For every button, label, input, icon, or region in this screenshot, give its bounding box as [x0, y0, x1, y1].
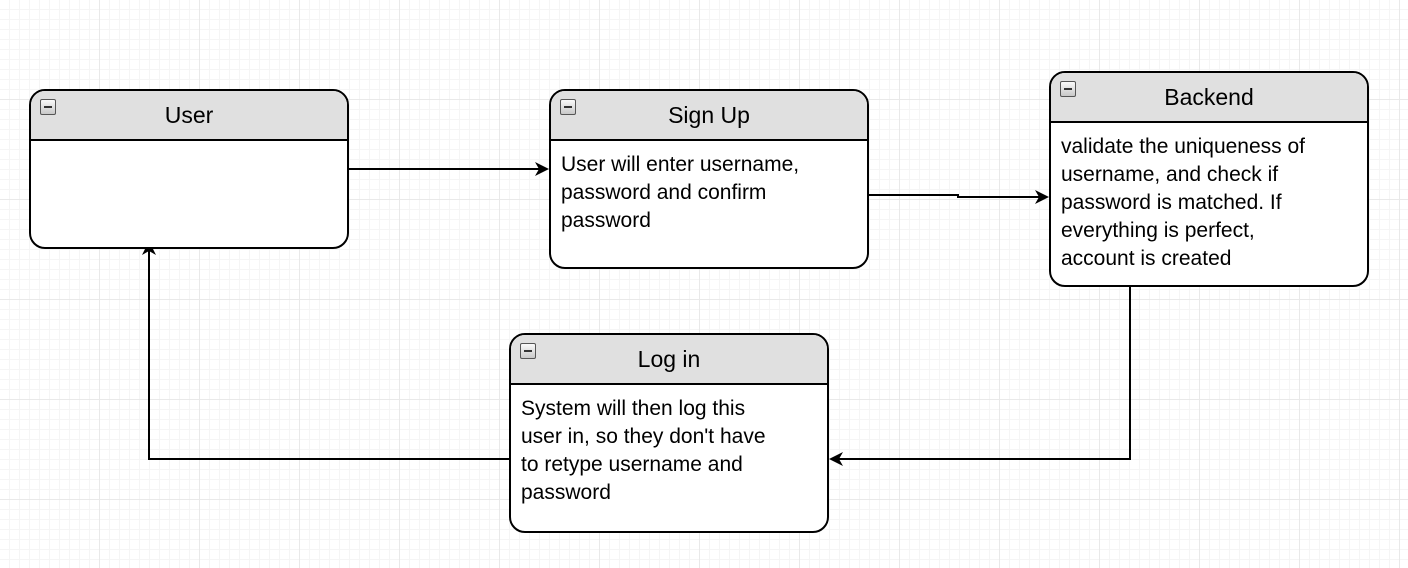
node-header: User	[31, 91, 347, 141]
edge-login-to-user[interactable]	[142, 241, 509, 460]
node-sign-up[interactable]: Sign Up User will enter username, passwo…	[549, 89, 869, 269]
node-body: System will then log this user in, so th…	[521, 397, 766, 504]
collapse-icon[interactable]	[520, 343, 536, 359]
node-log-in[interactable]: Log in System will then log this user in…	[509, 333, 829, 533]
node-header: Backend	[1051, 73, 1367, 123]
edge-backend-to-login[interactable]	[829, 287, 1131, 466]
node-title: Sign Up	[668, 101, 750, 128]
node-body: validate the uniqueness of username, and…	[1061, 135, 1306, 270]
collapse-icon[interactable]	[560, 99, 576, 115]
node-title: Backend	[1164, 83, 1254, 110]
edge-signup-to-backend[interactable]	[869, 190, 1049, 204]
node-body: User will enter username, password and c…	[561, 153, 800, 232]
node-backend[interactable]: Backend validate the uniqueness of usern…	[1049, 71, 1369, 287]
node-title: Log in	[637, 345, 701, 372]
node-title: User	[164, 101, 214, 128]
collapse-icon[interactable]	[1060, 81, 1076, 97]
node-header: Sign Up	[551, 91, 867, 141]
collapse-icon[interactable]	[40, 99, 56, 115]
node-user[interactable]: User	[29, 89, 349, 249]
node-header: Log in	[511, 335, 827, 385]
node-body	[31, 141, 347, 151]
